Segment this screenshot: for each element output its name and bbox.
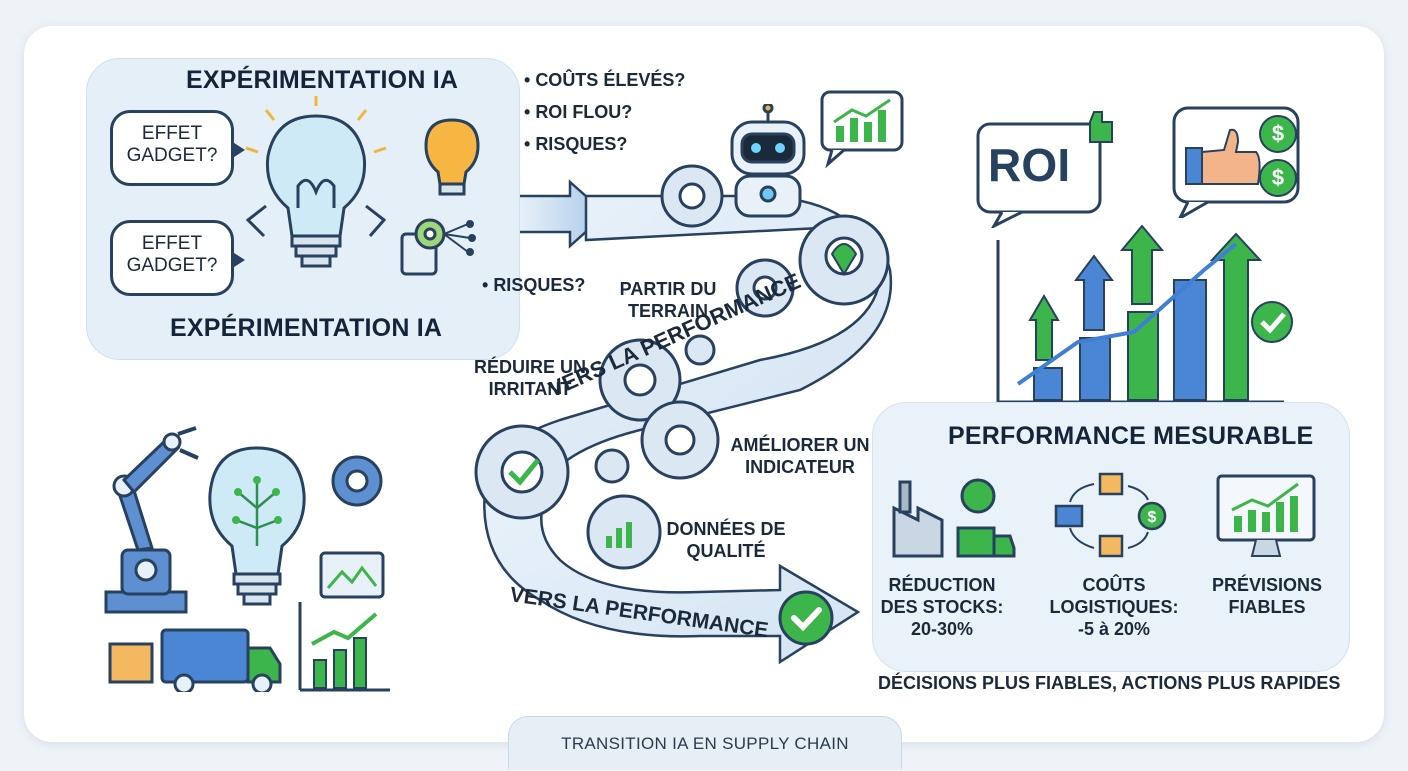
metric-logistics: COÛTS LOGISTIQUES: -5 à 20% [1049,575,1179,639]
roi-growth-chart-icon [996,224,1293,404]
gadget-bubble-1: EFFET GADGET? [110,110,245,186]
truck-icon [108,628,282,692]
factory-icon [892,478,1016,558]
svg-text:$: $ [1272,165,1284,190]
metric-stocks: RÉDUCTION DES STOCKS: 20-30% [880,575,1004,639]
gear-cluster-icon [474,164,890,570]
monitor-chart-icon [1216,474,1316,557]
step-reduire-irritant: RÉDUIRE UN IRRITANT [473,357,586,399]
concern-roi: ROI FLOU? [524,102,632,123]
step-ameliorer-indicateur: AMÉLIORER UN INDICATEUR [730,435,870,477]
metric-forecast: PRÉVISIONS FIABLES [1211,575,1323,617]
experimentation-heading-bottom: EXPÉRIMENTATION IA [170,314,443,342]
robot-icon [730,104,806,218]
roi-bubble-icon [976,111,1113,228]
footer-tab: TRANSITION IA EN SUPPLY CHAIN [508,716,902,769]
svg-text:$: $ [1148,509,1157,526]
performance-tagline: DÉCISIONS PLUS FIABLES, ACTIONS PLUS RAP… [878,673,1341,693]
robot-arm-icon [104,426,199,614]
thumbs-up-money-icon: $ $ [1172,106,1300,218]
svg-text:$: $ [1272,121,1284,146]
step-partir-terrain: PARTIR DU TERRAIN [619,279,717,321]
robot-hand-gear-icon [400,218,476,276]
concern-costs: COÛTS ÉLEVÉS? [524,70,685,91]
growth-chart-icon [298,602,390,692]
gear-icon [331,455,383,507]
step-donnees-qualite: DONNÉES DE QUALITÉ [666,519,786,561]
chart-bubble-icon [820,90,904,168]
small-lightbulb-icon [424,118,480,196]
experimentation-heading-top: EXPÉRIMENTATION IA [186,66,459,94]
roi-label: ROI [988,139,1071,191]
circuit-lightbulb-icon [208,446,306,606]
logistics-cycle-icon: $ [1054,472,1167,558]
map-screen-icon [319,551,385,599]
concern-risks: RISQUES? [524,134,627,155]
check-badge-icon [778,590,834,646]
lightbulb-icon [245,96,387,268]
performance-heading: PERFORMANCE MESURABLE [948,422,1314,450]
gadget-bubble-2: EFFET GADGET? [110,220,245,296]
concern-risks-extra: RISQUES? [482,275,585,296]
